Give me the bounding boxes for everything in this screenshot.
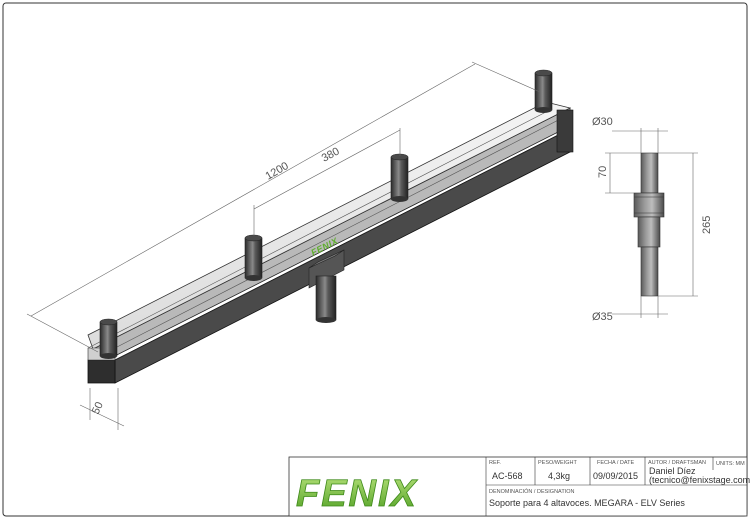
author-email: (tecnico@fenixstage.com) xyxy=(649,475,750,485)
designation-value: Soporte para 4 altavoces. MEGARA - ELV S… xyxy=(489,498,685,508)
ref-value: AC-568 xyxy=(492,471,523,481)
pin-3 xyxy=(390,153,409,202)
dimension-lines-side xyxy=(605,128,698,318)
pin-1 xyxy=(99,318,118,359)
designation-label: DENOMINACIÓN / DESIGNATION xyxy=(489,488,574,495)
ref-label: REF. xyxy=(489,460,501,466)
dimension-lines-iso xyxy=(26,61,541,430)
title-block: FENIX REF. AC-568 PESO/WEIGHT 4,3kg FECH… xyxy=(288,456,750,517)
dim-pin-length: 70 xyxy=(597,166,609,178)
pole-side-view xyxy=(633,152,665,297)
dim-total-length: 1200 xyxy=(264,160,291,183)
dim-pole-height: 265 xyxy=(701,216,713,234)
dim-profile-width: 50 xyxy=(90,400,106,416)
beam-end-cap xyxy=(556,109,574,153)
pole-neck xyxy=(637,216,661,248)
dim-spacing: 380 xyxy=(320,145,342,164)
center-bracket xyxy=(308,249,345,269)
pole-collar xyxy=(633,192,665,218)
dim-pin-diameter: Ø30 xyxy=(592,116,613,128)
beam-edge xyxy=(114,127,573,361)
date-label: FECHA / DATE xyxy=(597,460,635,466)
pole-lower xyxy=(640,246,659,297)
pole-upper xyxy=(640,152,659,194)
beam-end-face xyxy=(87,359,116,384)
pin-2 xyxy=(244,234,263,281)
title-logo: FENIX xyxy=(296,473,419,515)
dim-pole-diameter: Ø35 xyxy=(592,311,613,323)
beam-edge xyxy=(87,111,547,349)
center-pole-end xyxy=(316,317,336,323)
units-label: UNITS: mm xyxy=(716,461,745,467)
weight-value: 4,3kg xyxy=(548,471,570,481)
author-name: Daniel Díez xyxy=(649,466,696,476)
center-pole xyxy=(315,275,337,321)
weight-label: PESO/WEIGHT xyxy=(538,460,577,466)
pin-4 xyxy=(534,69,553,113)
beam-isometric: FENIX xyxy=(87,69,574,384)
author-label: AUTOR / DRAFTSMAN xyxy=(648,460,706,466)
date-value: 09/09/2015 xyxy=(593,471,638,481)
beam-edge xyxy=(114,112,573,349)
